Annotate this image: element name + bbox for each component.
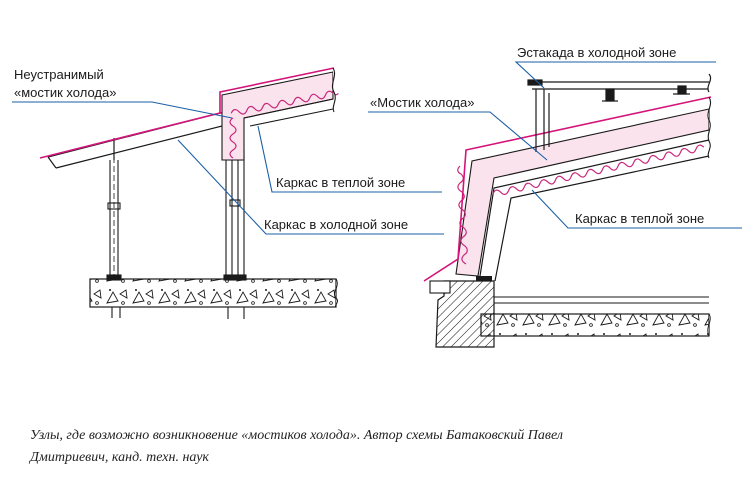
trestle bbox=[527, 73, 712, 152]
caption-line-2: Дмитриевич, канд. техн. наук bbox=[30, 450, 209, 465]
labels: Неустранимый «мостик холода» Каркас в те… bbox=[14, 45, 704, 232]
leader-lines bbox=[12, 61, 742, 235]
left-membrane-slope bbox=[39, 110, 229, 159]
cold-post bbox=[106, 148, 122, 318]
leader-left-bridge bbox=[12, 101, 233, 119]
label-left-bridge-1: Неустранимый bbox=[14, 67, 104, 82]
label-left-warm-frame: Каркас в теплой зоне bbox=[276, 175, 405, 190]
leader-left-cold bbox=[177, 139, 444, 235]
label-right-warm-frame: Каркас в теплой зоне bbox=[575, 211, 704, 226]
left-slab-break bbox=[334, 278, 339, 308]
label-right-bridge: «Мостик холода» bbox=[370, 95, 474, 110]
left-detail bbox=[39, 67, 339, 319]
leader-right-trestle bbox=[514, 61, 716, 89]
right-insulation bbox=[423, 96, 712, 282]
label-right-trestle: Эстакада в холодной зоне bbox=[517, 45, 676, 60]
leader-left-warm bbox=[257, 125, 442, 193]
leader-right-warm bbox=[531, 189, 742, 229]
left-slab bbox=[89, 278, 337, 308]
figure-caption: Узлы, где возможно возникновение «мостик… bbox=[30, 425, 730, 469]
leader-right-bridge bbox=[368, 111, 548, 161]
right-slab bbox=[480, 313, 710, 337]
label-left-bridge-2: «мостик холода» bbox=[14, 85, 116, 100]
right-detail bbox=[423, 73, 712, 348]
caption-line-1: Узлы, где возможно возникновение «мостик… bbox=[30, 428, 563, 443]
warm-frame bbox=[479, 139, 710, 282]
left-warm-roof bbox=[219, 67, 339, 161]
label-left-cold-frame: Каркас в холодной зоне bbox=[264, 217, 408, 232]
cold-rafter bbox=[47, 109, 233, 169]
left-roof-break bbox=[331, 67, 336, 113]
foundation-wall bbox=[435, 280, 495, 348]
